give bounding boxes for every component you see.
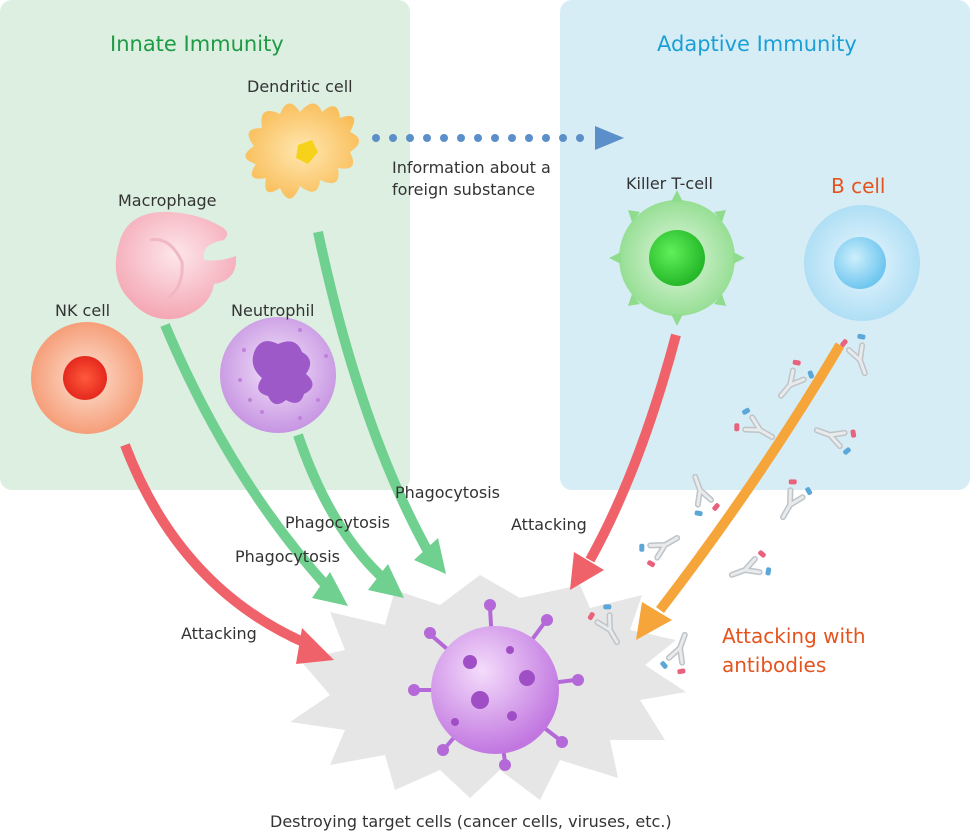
phagocytosis-arrowhead-neutrophil	[368, 564, 404, 598]
attacking-label-nk: Attacking	[181, 624, 257, 643]
attacking-with-antibodies-label: Attacking with antibodies	[722, 622, 866, 680]
neutrophil-label: Neutrophil	[231, 301, 315, 320]
killer-t-cell-label: Killer T-cell	[626, 174, 713, 193]
phagocytosis-label-neutrophil: Phagocytosis	[285, 513, 390, 532]
information-label-line1: Information about a	[392, 158, 551, 177]
antibody-label-line2: antibodies	[722, 653, 827, 677]
antibody-arrow	[656, 342, 845, 614]
phagocytosis-arrow-macrophage	[160, 323, 334, 594]
phagocytosis-label-dendritic: Phagocytosis	[395, 483, 500, 502]
innate-immunity-title: Innate Immunity	[110, 32, 284, 56]
adaptive-immunity-title: Adaptive Immunity	[657, 32, 857, 56]
footer-caption: Destroying target cells (cancer cells, v…	[270, 812, 672, 831]
neutrophil	[220, 317, 336, 433]
phagocytosis-arrow-dendritic	[313, 230, 435, 558]
phagocytosis-label-macrophage: Phagocytosis	[235, 547, 340, 566]
macrophage-label: Macrophage	[118, 191, 217, 210]
macrophage	[115, 211, 237, 320]
target-virus	[408, 599, 584, 771]
attack-arrow-killer-t	[585, 333, 681, 563]
killer-t-cell	[609, 190, 745, 326]
nk-cell	[31, 322, 143, 434]
phagocytosis-arrowhead-macrophage	[312, 572, 348, 606]
information-arrow	[372, 126, 624, 150]
attacking-label-killer-t: Attacking	[511, 515, 587, 534]
b-cell-label: B cell	[831, 174, 886, 198]
dendritic-cell	[245, 103, 359, 199]
nk-cell-label: NK cell	[55, 301, 111, 320]
antibody-arrowhead	[636, 602, 672, 640]
antibody-label-line1: Attacking with	[722, 624, 866, 648]
attack-arrowhead-nk	[296, 628, 334, 664]
phagocytosis-arrowhead-dendritic	[414, 538, 446, 574]
b-cell	[804, 205, 920, 321]
information-label-line2: foreign substance	[392, 180, 536, 199]
dendritic-cell-label: Dendritic cell	[247, 77, 353, 96]
attack-arrowhead-killer-t	[570, 552, 604, 590]
phagocytosis-arrow-neutrophil	[293, 433, 389, 584]
attack-arrow-nk	[120, 443, 312, 650]
